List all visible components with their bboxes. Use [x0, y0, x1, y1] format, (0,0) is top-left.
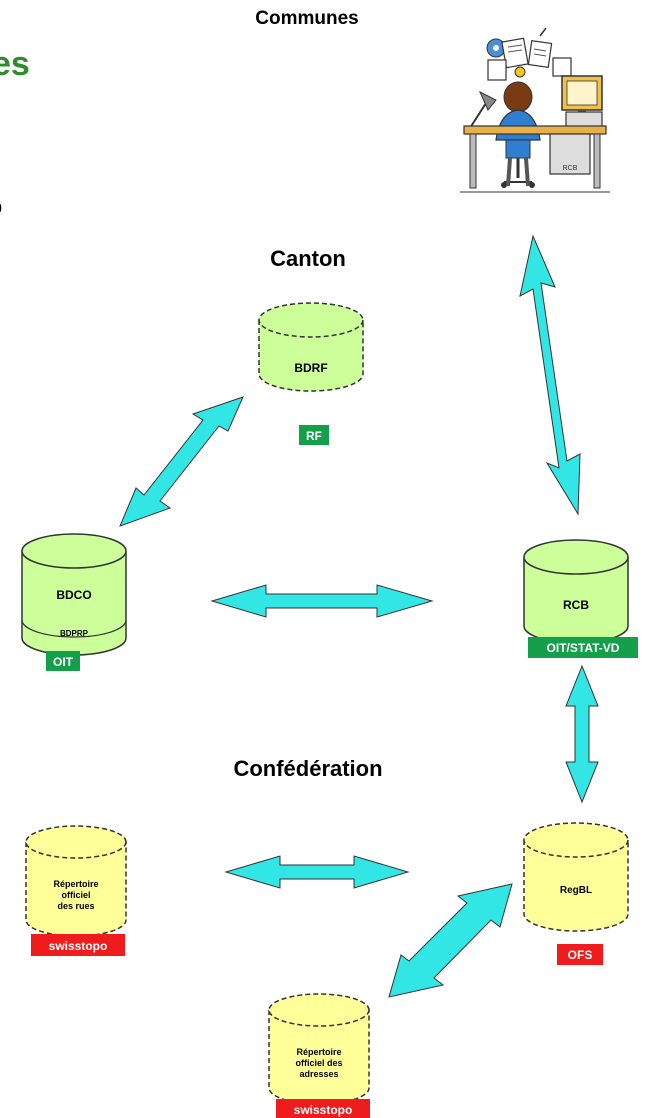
- arrow-bdrf-bdco: [119, 396, 244, 527]
- bdco-owner-tag: [46, 651, 80, 671]
- database-regbl: RegBL: [523, 822, 629, 932]
- arrow-rues-regbl: [224, 855, 410, 889]
- regbl-owner-tag-label: OFS: [568, 948, 593, 962]
- rues-owner-tag: [31, 934, 125, 956]
- rues-label-line-2: officiel: [61, 890, 90, 900]
- arrow-communes-rcb: [519, 234, 581, 516]
- arrow-rcb-regbl: [565, 664, 599, 804]
- rues-label-line-3: des rues: [57, 901, 94, 911]
- arrow-adresses-regbl: [388, 883, 513, 998]
- bdrf-owner-tag: [299, 425, 329, 445]
- section-canton: Canton: [270, 246, 346, 271]
- svg-text:RCB: RCB: [563, 165, 578, 172]
- rcb-label: RCB: [563, 598, 589, 612]
- regbl-owner-tag: [557, 944, 603, 965]
- bdco-owner-tag-label: OIT: [53, 655, 74, 669]
- rues-label-line-1: Répertoire: [53, 879, 98, 889]
- rues-owner-tag-label: swisstopo: [49, 939, 108, 953]
- arrow-bdco-rcb: [210, 584, 434, 618]
- regbl-label: RegBL: [560, 885, 592, 896]
- bdco-label: BDCO: [56, 588, 91, 602]
- rcb-owner-tag: [528, 637, 638, 658]
- database-adresses: Répertoire officiel des adresses: [268, 993, 370, 1105]
- database-rcb: RCB: [523, 539, 629, 644]
- database-rues: Répertoire officiel des rues: [25, 825, 127, 937]
- bdrf-label: BDRF: [294, 361, 327, 375]
- arrows: [119, 234, 599, 998]
- adresses-owner-tag-label: swisstopo: [294, 1103, 353, 1117]
- adresses-label-line-3: adresses: [299, 1069, 338, 1079]
- bdprp-label: BDPRP: [60, 629, 89, 638]
- section-communes: Communes: [255, 8, 358, 29]
- slide-text-fragment: o: [0, 194, 2, 219]
- slide-title-fragment: es: [0, 45, 30, 83]
- rcb-owner-tag-label: OIT/STAT-VD: [547, 641, 620, 655]
- adresses-label-line-1: Répertoire: [296, 1047, 341, 1057]
- adresses-label-line-2: officiel des: [295, 1058, 342, 1068]
- database-bdrf: BDRF: [258, 302, 364, 392]
- database-bdco: BDCO BDPRP: [21, 533, 127, 656]
- bdrf-owner-tag-label: RF: [306, 429, 322, 443]
- office-worker-icon: RCB: [460, 27, 610, 194]
- adresses-owner-tag: [276, 1099, 370, 1118]
- section-confederation: Confédération: [233, 756, 382, 781]
